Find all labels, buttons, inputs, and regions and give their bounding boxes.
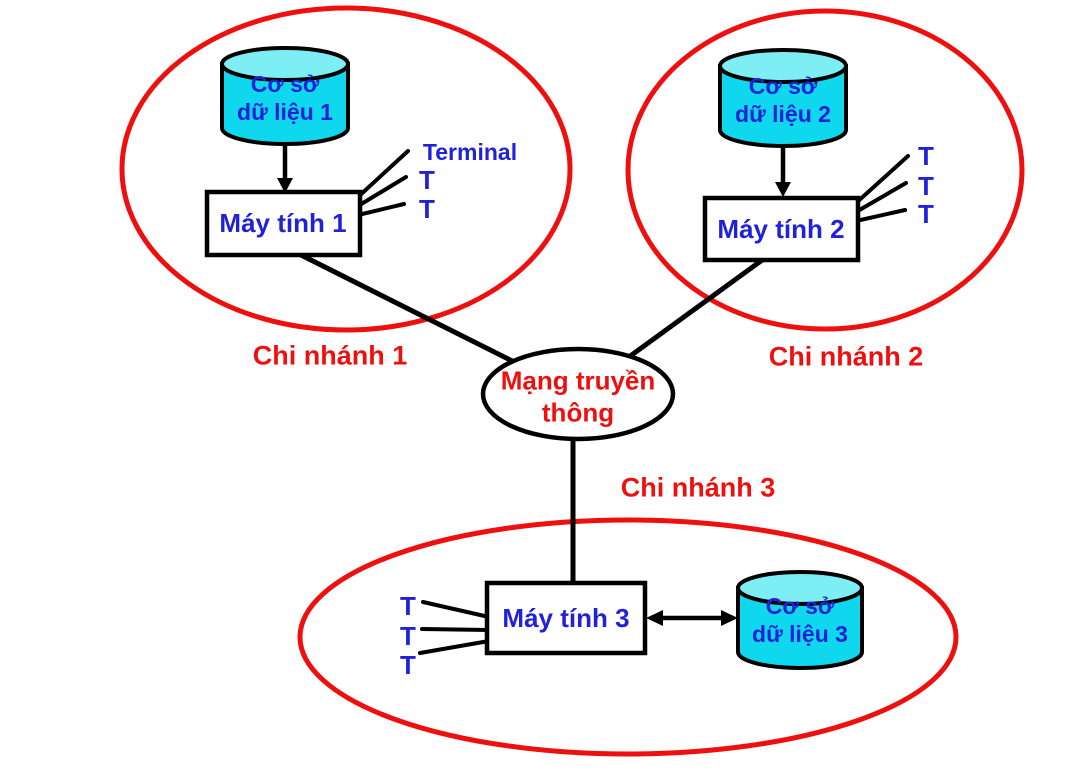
database3-cylinder-top xyxy=(736,570,864,606)
database1-cylinder-body xyxy=(220,62,350,146)
database1-cylinder-top xyxy=(220,46,350,82)
branch2-boundary-ellipse xyxy=(625,8,1025,332)
branch1-terminal-line-2 xyxy=(356,175,408,208)
computer2-label: Máy tính 2 xyxy=(717,214,845,245)
branch3-terminal-line-2 xyxy=(420,627,491,632)
branch1-terminal-t-2: T xyxy=(419,165,435,196)
branch1-name-label: Chi nhánh 1 xyxy=(252,340,408,371)
database3-cylinder-body xyxy=(736,586,864,670)
branch3-terminal-line-1 xyxy=(421,600,491,619)
branch3-name-label: Chi nhánh 3 xyxy=(620,472,776,503)
branch2-terminal-t-3: T xyxy=(918,199,934,230)
network-ellipse xyxy=(480,346,676,442)
branch1-terminal-t-3: T xyxy=(419,194,435,225)
computer1-box xyxy=(204,189,363,258)
computer2-box xyxy=(702,195,861,263)
branch1-terminal-label: Terminal xyxy=(422,138,518,165)
branch2-terminal-line-1 xyxy=(854,154,910,205)
branch1-terminal-line-1 xyxy=(356,149,410,199)
database1-label: Cơ sở dữ liệu 1 xyxy=(237,70,333,125)
database2-cylinder xyxy=(718,48,848,148)
database2-to-computer2-arrow xyxy=(775,144,791,197)
computer3-database3-double-arrow xyxy=(646,610,738,626)
database3-cylinder xyxy=(736,570,864,670)
branch1-boundary-ellipse xyxy=(119,5,573,333)
branch1-terminal-lines xyxy=(356,149,410,217)
database3-label: Cơ sở dữ liệu 3 xyxy=(752,592,848,647)
branch3-terminal-t-1: T xyxy=(400,591,416,622)
network-label: Mạng truyền thông xyxy=(500,365,656,427)
branch3-terminal-lines xyxy=(418,600,491,655)
branch2-terminal-t-1: T xyxy=(918,141,934,172)
database2-label: Cơ sở dữ liệu 2 xyxy=(735,72,831,127)
branch2-terminal-line-3 xyxy=(854,208,907,223)
database2-cylinder-top xyxy=(718,48,848,84)
computer1-label: Máy tính 1 xyxy=(219,208,347,239)
branch3-terminal-line-3 xyxy=(418,639,491,655)
database2-cylinder-body xyxy=(718,64,848,148)
computer3-label: Máy tính 3 xyxy=(502,603,630,634)
branch2-terminal-line-2 xyxy=(854,181,908,214)
branch2-terminal-t-2: T xyxy=(918,171,934,202)
branch3-boundary-ellipse xyxy=(297,517,959,757)
branch3-terminal-t-2: T xyxy=(400,621,416,652)
branch2-terminal-lines xyxy=(854,154,910,223)
branch3-terminal-t-3: T xyxy=(400,650,416,681)
branch1-terminal-line-3 xyxy=(356,202,406,217)
database1-cylinder xyxy=(220,46,350,146)
database1-to-computer1-arrow xyxy=(277,142,293,193)
branch2-name-label: Chi nhánh 2 xyxy=(768,341,924,372)
computer3-box xyxy=(484,580,648,656)
